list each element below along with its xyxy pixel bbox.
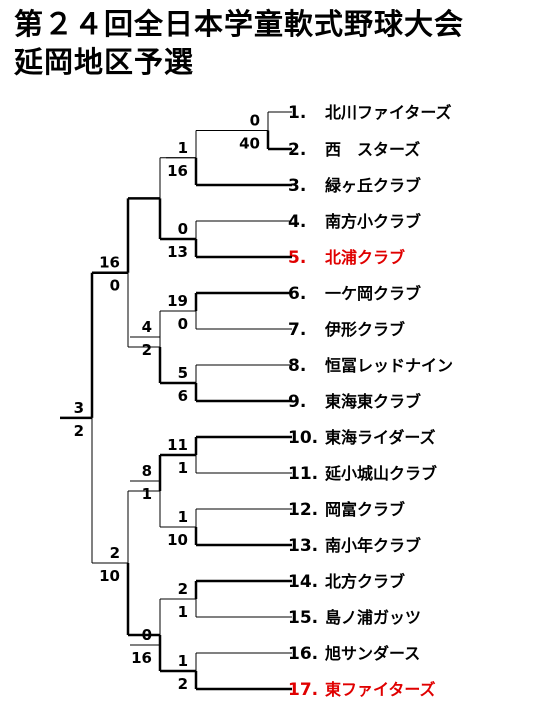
final-score-top: 3 [74,399,84,417]
match-8-9-score-top: 5 [178,364,188,382]
match-r2-a-score-bottom: 16 [167,162,188,180]
team-number: 14. [288,572,318,592]
team-name: 一ケ岡クラブ [325,284,421,303]
match-4-5-score-top: 0 [178,220,188,238]
semi-bottom-score-top: 2 [110,544,120,562]
team-number: 17. [288,680,318,700]
match-r2-a-score-top: 1 [178,139,188,157]
match-1-2-score-top: 0 [250,112,260,130]
team-name: 旭サンダース [324,644,420,663]
match-6-7-score-top: 19 [167,292,188,310]
match-10-11-score-top: 11 [167,436,188,454]
match-r3-d-score-bottom: 16 [131,649,152,667]
team-number: 9. [288,392,306,412]
team-number: 13. [288,536,318,556]
match-12-13-score-bottom: 10 [167,531,188,549]
team-number: 3. [288,176,306,196]
team-number: 15. [288,608,318,628]
match-14-15-score-bottom: 1 [178,603,188,621]
semi-top-score-bottom: 0 [110,277,120,295]
team-name: 北川ファイターズ [325,103,452,122]
page-subtitle: 延岡地区予選 [14,45,195,79]
team-name: 北方クラブ [325,572,405,591]
match-14-15-score-top: 2 [178,580,188,598]
match-r3-b-score-top: 4 [142,318,152,336]
team-number: 8. [288,356,306,376]
match-16-17-score-bottom: 2 [178,675,188,693]
match-10-11-score-bottom: 1 [178,459,188,477]
team-number: 7. [288,320,306,340]
match-r3-b-score-bottom: 2 [142,341,152,359]
match-1-2-score-bottom: 40 [239,135,260,153]
team-number: 10. [288,428,318,448]
match-8-9-score-bottom: 6 [178,387,188,405]
page-title: 第２４回全日本学童軟式野球大会 [14,7,465,41]
team-name: 西 スターズ [325,140,420,159]
match-r3-c-score-top: 8 [142,462,152,480]
team-name: 伊形クラブ [324,320,405,339]
semi-top-score-top: 16 [99,254,120,272]
match-r3-d-score-top: 0 [142,626,152,644]
team-number: 16. [288,644,318,664]
match-4-5-score-bottom: 13 [167,243,188,261]
team-name: 東ファイターズ [325,680,436,699]
team-name: 緑ヶ丘クラブ [325,176,421,195]
match-r3-c-score-bottom: 1 [142,485,152,503]
match-6-7-score-bottom: 0 [178,315,188,333]
team-number: 11. [288,464,318,484]
team-name: 東海ライダーズ [325,428,436,447]
team-number: 12. [288,500,318,520]
team-name: 岡富クラブ [325,500,405,519]
team-number: 6. [288,284,306,304]
match-12-13-score-top: 1 [178,508,188,526]
match-16-17-score-top: 1 [178,652,188,670]
final-score-bottom: 2 [74,422,84,440]
team-name: 延小城山クラブ [324,464,437,483]
team-name: 南小年クラブ [325,536,421,555]
team-number: 4. [288,212,306,232]
team-name: 南方小クラブ [325,212,421,231]
team-number: 5. [288,248,306,268]
team-name: 恒冨レッドナイン [325,356,453,375]
semi-bottom-score-bottom: 10 [99,567,120,585]
team-name: 北浦クラブ [325,248,405,267]
team-number: 2. [288,140,306,160]
team-name: 島ノ浦ガッツ [325,608,421,627]
team-name: 東海東クラブ [325,392,421,411]
team-number: 1. [288,103,306,123]
